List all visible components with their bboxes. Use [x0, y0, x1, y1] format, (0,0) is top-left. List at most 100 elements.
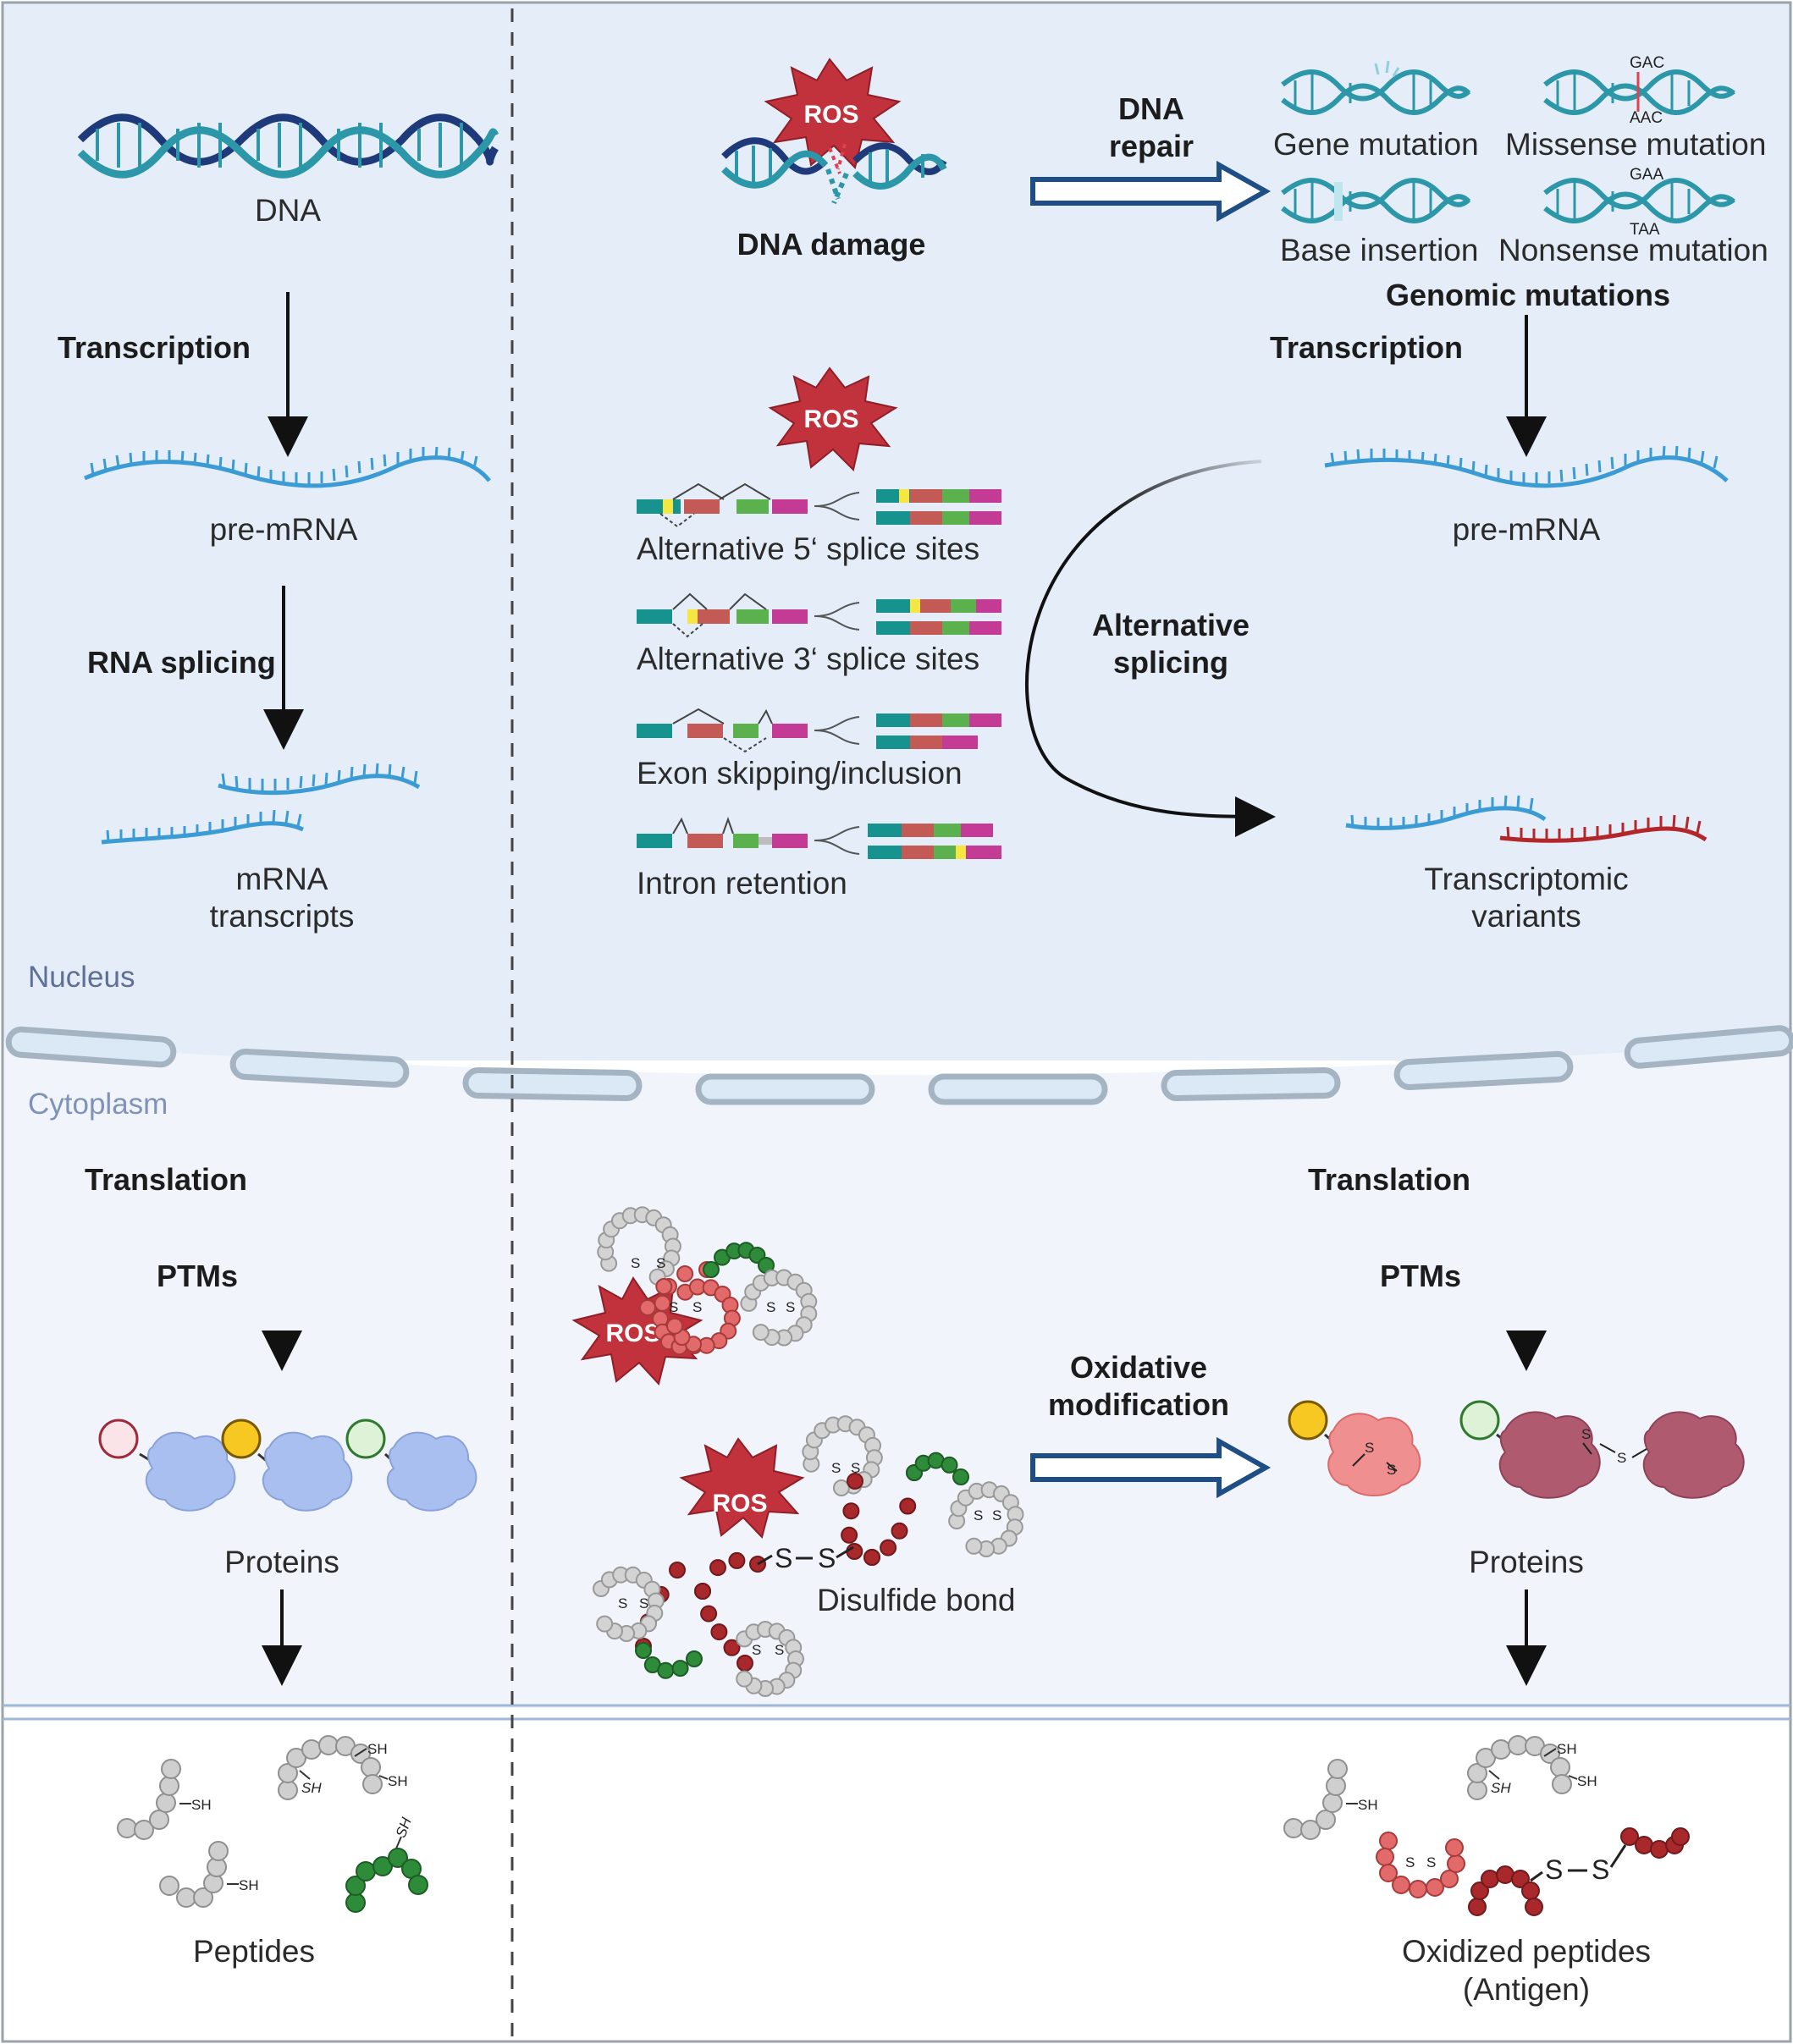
codon-label: GAC [1630, 54, 1664, 72]
dna-repair-label-line2: repair [1108, 129, 1194, 163]
disulfide-bond-marker: S S [757, 1543, 854, 1573]
dna-label: DNA [254, 193, 322, 228]
alt5-label: Alternative 5‘ splice sites [637, 532, 980, 566]
amino-acid-bead [846, 1543, 863, 1560]
ros-label: ROS [605, 1320, 660, 1347]
mrna-label-line1: mRNA [235, 862, 328, 896]
s-label: S [1581, 1426, 1591, 1442]
amino-acid-bead [847, 1473, 863, 1490]
amino-acid-bead [686, 1650, 703, 1667]
oxidized-peptides-label-line2: (Antigen) [1462, 1972, 1591, 2007]
s-label: S [1426, 1854, 1436, 1870]
amino-acid-bead [863, 1549, 880, 1566]
amino-acid-bead [841, 1526, 858, 1544]
cytoplasm-label: Cytoplasm [28, 1088, 168, 1121]
amino-acid-bead [728, 1551, 746, 1569]
dna-repair-arrow [1030, 160, 1272, 223]
sh-label: SH [301, 1780, 322, 1796]
sh-label: SH [191, 1797, 212, 1813]
s-label: S [851, 1460, 860, 1476]
amino-acid-bead [891, 1522, 908, 1540]
s-label: S [1592, 1854, 1609, 1885]
amino-acid-bead [694, 1583, 711, 1600]
sh-label: SH [1577, 1773, 1597, 1789]
amino-acid-bead [723, 1639, 741, 1656]
transcription-label-left: Transcription [58, 330, 251, 365]
oxidized-peptides: S S S S [1376, 1827, 1690, 1916]
sh-label: SH [239, 1877, 259, 1893]
amino-acid-bead [880, 1539, 897, 1556]
sh-label: SH [1491, 1780, 1511, 1796]
nonsense-mutation-dna-icon [1543, 178, 1735, 223]
protein-with-green-ptm [345, 1419, 477, 1512]
ros-burst-icon: ROS [679, 1437, 805, 1539]
pre-mrna-label-left: pre-mRNA [209, 512, 358, 547]
codon-label: GAA [1630, 166, 1663, 184]
transcription-label-right: Transcription [1270, 330, 1464, 365]
oxidized-protein-with-yellow-ptm: S S [1288, 1400, 1421, 1496]
amino-acid-bead [703, 1261, 720, 1278]
mrna-transcripts [101, 763, 421, 845]
amino-acid-bead [657, 1661, 675, 1679]
gene-mutation-dna-icon [1281, 60, 1471, 115]
base-insertion-label: Base insertion [1280, 233, 1479, 267]
s-label: S [1545, 1854, 1563, 1885]
translation-label-right: Translation [1308, 1162, 1471, 1197]
pre-mrna-strand [84, 446, 491, 488]
s-label: S [775, 1543, 792, 1573]
amino-acid-bead [671, 1660, 689, 1678]
ros-label: ROS [803, 405, 858, 433]
amino-acid-bead [710, 1623, 728, 1641]
ros-burst-icon: ROS [764, 58, 902, 170]
amino-acid-bead [596, 1615, 614, 1633]
transcriptomic-variants [1345, 795, 1707, 843]
amino-acid-bead [709, 1559, 726, 1577]
gene-mutation-label: Gene mutation [1273, 127, 1479, 162]
oxidized-protein-dimer-with-green-ptm: S S [1459, 1400, 1745, 1499]
genomic-mutations-label: Genomic mutations [1385, 278, 1671, 312]
nonsense-mutation-label: Nonsense mutation [1498, 233, 1768, 267]
cytoplasm-region [3, 1041, 1790, 1708]
amino-acid-bead [676, 1265, 694, 1282]
sh-label: SH [1557, 1741, 1577, 1757]
alternative-splicing-label-line2: splicing [1112, 645, 1229, 680]
s-label: S [639, 1595, 648, 1612]
s-label: S [1387, 1462, 1396, 1478]
amino-acid-bead [842, 1502, 860, 1520]
s-label: S [1405, 1854, 1415, 1870]
splice-diagram-alt3 [637, 592, 1001, 638]
dna-repair-label-line1: DNA [1118, 91, 1184, 126]
amino-acid-bead [737, 1655, 753, 1672]
amino-acid-bead [635, 1642, 652, 1659]
ros-burst-icon: ROS [768, 366, 898, 471]
s-label: S [831, 1460, 841, 1476]
alternative-splicing-label-line1: Alternative [1091, 608, 1250, 642]
cell-membrane [3, 1704, 1790, 1721]
codon-label: TAA [1630, 221, 1660, 239]
peptides-label: Peptides [193, 1934, 315, 1969]
s-label: S [618, 1595, 627, 1612]
s-label: S [766, 1299, 775, 1315]
amino-acid-bead [736, 1670, 753, 1688]
peptides-right-normal: SH SH SH SH [1283, 1735, 1597, 1840]
amino-acid-bead [899, 1497, 917, 1515]
splice-diagram-intron-retention [637, 816, 1001, 859]
translation-label-left: Translation [85, 1162, 248, 1197]
intron-retention-label: Intron retention [637, 866, 847, 901]
nucleus-label: Nucleus [28, 961, 135, 994]
amino-acid-bead [700, 1605, 718, 1623]
ptms-label-left: PTMs [157, 1259, 239, 1293]
mrna-label-line2: transcripts [209, 899, 355, 934]
s-label: S [656, 1255, 665, 1271]
amino-acid-bead [666, 1317, 683, 1335]
transcriptomic-variants-label-line1: Transcriptomic [1424, 862, 1629, 896]
sh-label: SH [388, 1773, 408, 1789]
oxidative-modification-arrow [1030, 1436, 1272, 1499]
amino-acid-bead [639, 1299, 656, 1316]
sh-label: SH [367, 1741, 388, 1757]
s-label: S [752, 1642, 761, 1658]
peptides-left: SH SH SH SH SH SH [117, 1735, 428, 1913]
s-label: S [992, 1507, 1001, 1523]
damaged-dna-icon [721, 137, 947, 205]
